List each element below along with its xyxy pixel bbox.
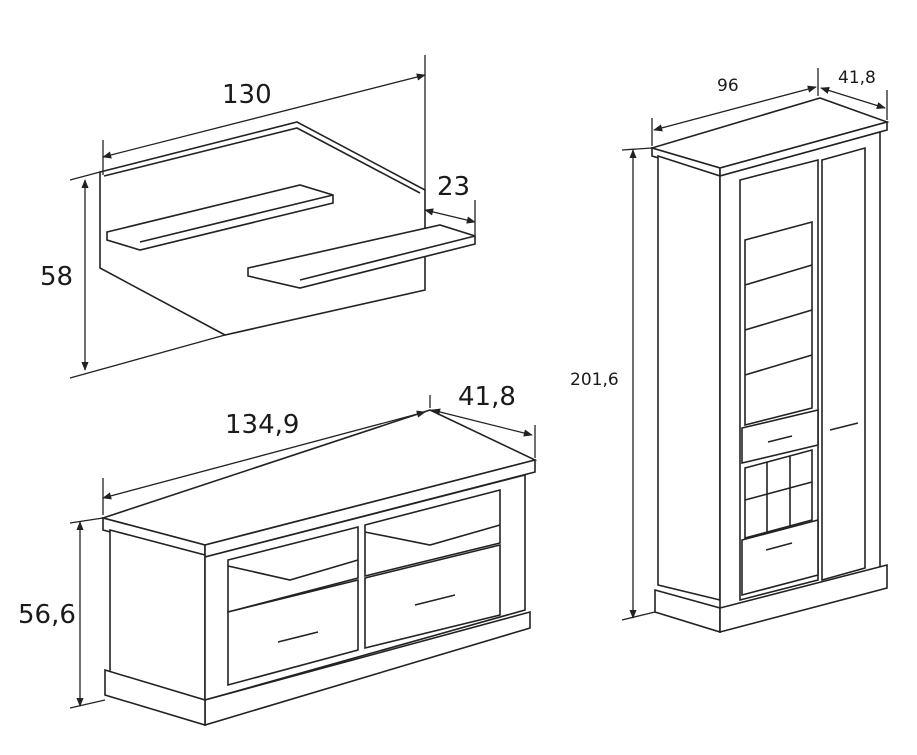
drawer-handle <box>277 631 319 643</box>
cabinet-upper-drawer <box>741 408 819 465</box>
cabinet-width-label: 96 <box>717 76 739 96</box>
tv-stand-left-drawer <box>227 578 359 687</box>
wall-shelf-drawing <box>69 55 476 379</box>
cabinet-depth-label: 41,8 <box>838 68 876 88</box>
cabinet-solid-door <box>821 146 866 582</box>
tv-stand-height-label: 56,6 <box>18 600 76 630</box>
wall-shelf-height-label: 58 <box>40 262 74 292</box>
cabinet-side <box>657 154 721 602</box>
cabinet-height-label: 201,6 <box>570 370 619 390</box>
tv-stand-width-label: 134,9 <box>225 410 300 440</box>
tv-stand-depth-label: 41,8 <box>458 382 516 412</box>
drawer-handle <box>414 594 456 606</box>
wall-shelf-depth-label: 23 <box>437 172 471 202</box>
wall-shelf-lower-board <box>247 224 476 289</box>
tv-stand-side <box>109 528 206 702</box>
wall-shelf-width-label: 130 <box>222 80 272 110</box>
wall-shelf-upper-board <box>106 184 334 251</box>
tv-stand-drawing <box>69 395 538 727</box>
cabinet-lower-drawer <box>741 518 819 597</box>
cabinet-drawing <box>621 68 890 634</box>
tv-stand-right-drawer <box>364 543 501 650</box>
